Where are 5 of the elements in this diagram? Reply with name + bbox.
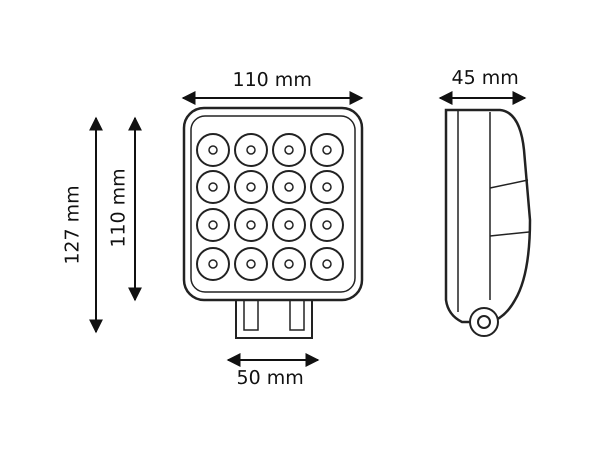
dimension-label: 50 mm (236, 367, 304, 389)
dimension-label: 110 mm (232, 69, 312, 91)
dimension-label: 45 mm (452, 67, 519, 89)
dimension-label: 110 mm (107, 168, 130, 248)
dimension-label: 127 mm (61, 185, 84, 265)
